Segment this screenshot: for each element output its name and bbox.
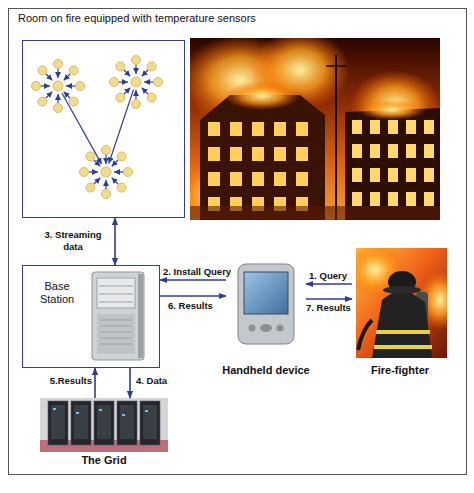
edge-label: 3. Streaming data bbox=[36, 229, 110, 253]
node-label: The Grid bbox=[38, 454, 170, 467]
flow-arrow bbox=[160, 279, 226, 281]
flow-arrow bbox=[306, 283, 352, 285]
edge-label: 2. Install Query bbox=[163, 266, 243, 278]
node-label: Fire-fighter bbox=[348, 364, 452, 377]
flow-arrow bbox=[94, 368, 96, 398]
base-station-box: Base Station bbox=[22, 265, 160, 368]
burning-building-photo bbox=[190, 38, 440, 220]
edge-label: 6. Results bbox=[168, 300, 228, 312]
fire-fighter: Fire-fighter bbox=[352, 245, 448, 377]
sensor-network bbox=[32, 56, 163, 199]
flow-arrow bbox=[306, 298, 352, 300]
sensor-room: Room on fire equipped with temperature s… bbox=[22, 12, 185, 218]
fire-fighter-photo bbox=[356, 248, 447, 358]
grid-racks-photo bbox=[40, 398, 168, 452]
flow-arrow bbox=[160, 295, 226, 297]
server-tower bbox=[92, 272, 144, 360]
edge-label: 4. Data bbox=[136, 375, 186, 387]
edge-label: 5.Results bbox=[38, 375, 92, 387]
outer-frame bbox=[9, 9, 467, 475]
node-label: Base Station bbox=[31, 280, 83, 306]
grid-cluster: The Grid bbox=[38, 398, 170, 468]
edge-label: 1. Query bbox=[309, 270, 353, 282]
room-outline bbox=[22, 40, 185, 218]
handheld-picture bbox=[238, 264, 294, 344]
node-label: Room on fire equipped with temperature s… bbox=[18, 12, 318, 25]
handheld-device: Handheld device bbox=[226, 258, 306, 382]
flow-arrow bbox=[114, 218, 116, 265]
flow-arrow bbox=[129, 368, 131, 398]
node-label: Handheld device bbox=[214, 364, 318, 377]
edge-label: 7. Results bbox=[306, 302, 356, 314]
